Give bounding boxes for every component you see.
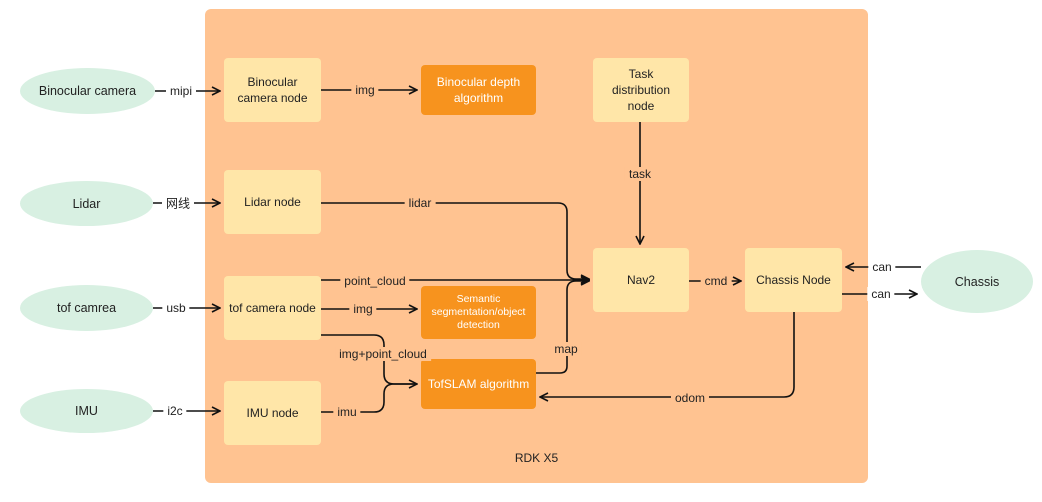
i2c-label: i2c: [163, 404, 187, 418]
tofslam-algorithm: TofSLAM algorithm: [421, 359, 536, 409]
tof-camera-node: tof camera node: [224, 276, 321, 340]
imu-label: imu: [333, 405, 361, 419]
img-binocular-label: img: [351, 83, 379, 97]
imu-device: IMU: [20, 389, 153, 433]
rdk-x5-label: RDK X5: [514, 451, 559, 465]
nav2-node: Nav2: [593, 248, 689, 312]
chassis-device: Chassis: [921, 250, 1033, 313]
binocular-depth-algorithm: Binocular depth algorithm: [421, 65, 536, 115]
lidar-device: Lidar: [20, 181, 153, 226]
can-in-label: can: [868, 260, 896, 274]
binocular-camera-device: Binocular camera: [20, 68, 155, 114]
point-cloud-label: point_cloud: [340, 274, 410, 288]
semantic-segmentation-algorithm: Semantic segmentation/object detection: [421, 286, 536, 339]
mipi-label: mipi: [165, 84, 197, 98]
cmd-label: cmd: [700, 274, 732, 288]
usb-label: usb: [162, 301, 190, 315]
binocular-camera-node: Binocular camera node: [224, 58, 321, 122]
lidar-label: lidar: [404, 196, 436, 210]
imu-node: IMU node: [224, 381, 321, 445]
can-out-label: can: [867, 287, 895, 301]
wangxian-label: 网线: [161, 194, 195, 212]
task-distribution-node: Task distribution node: [593, 58, 689, 122]
odom-label: odom: [670, 391, 710, 405]
img-tof-label: img: [349, 302, 377, 316]
tof-camera-device: tof camrea: [20, 285, 153, 331]
chassis-node: Chassis Node: [745, 248, 842, 312]
lidar-node: Lidar node: [224, 170, 321, 234]
task-label: task: [624, 167, 656, 181]
map-label: map: [550, 342, 582, 356]
img-point-cloud-label: img+point_cloud: [335, 347, 431, 361]
